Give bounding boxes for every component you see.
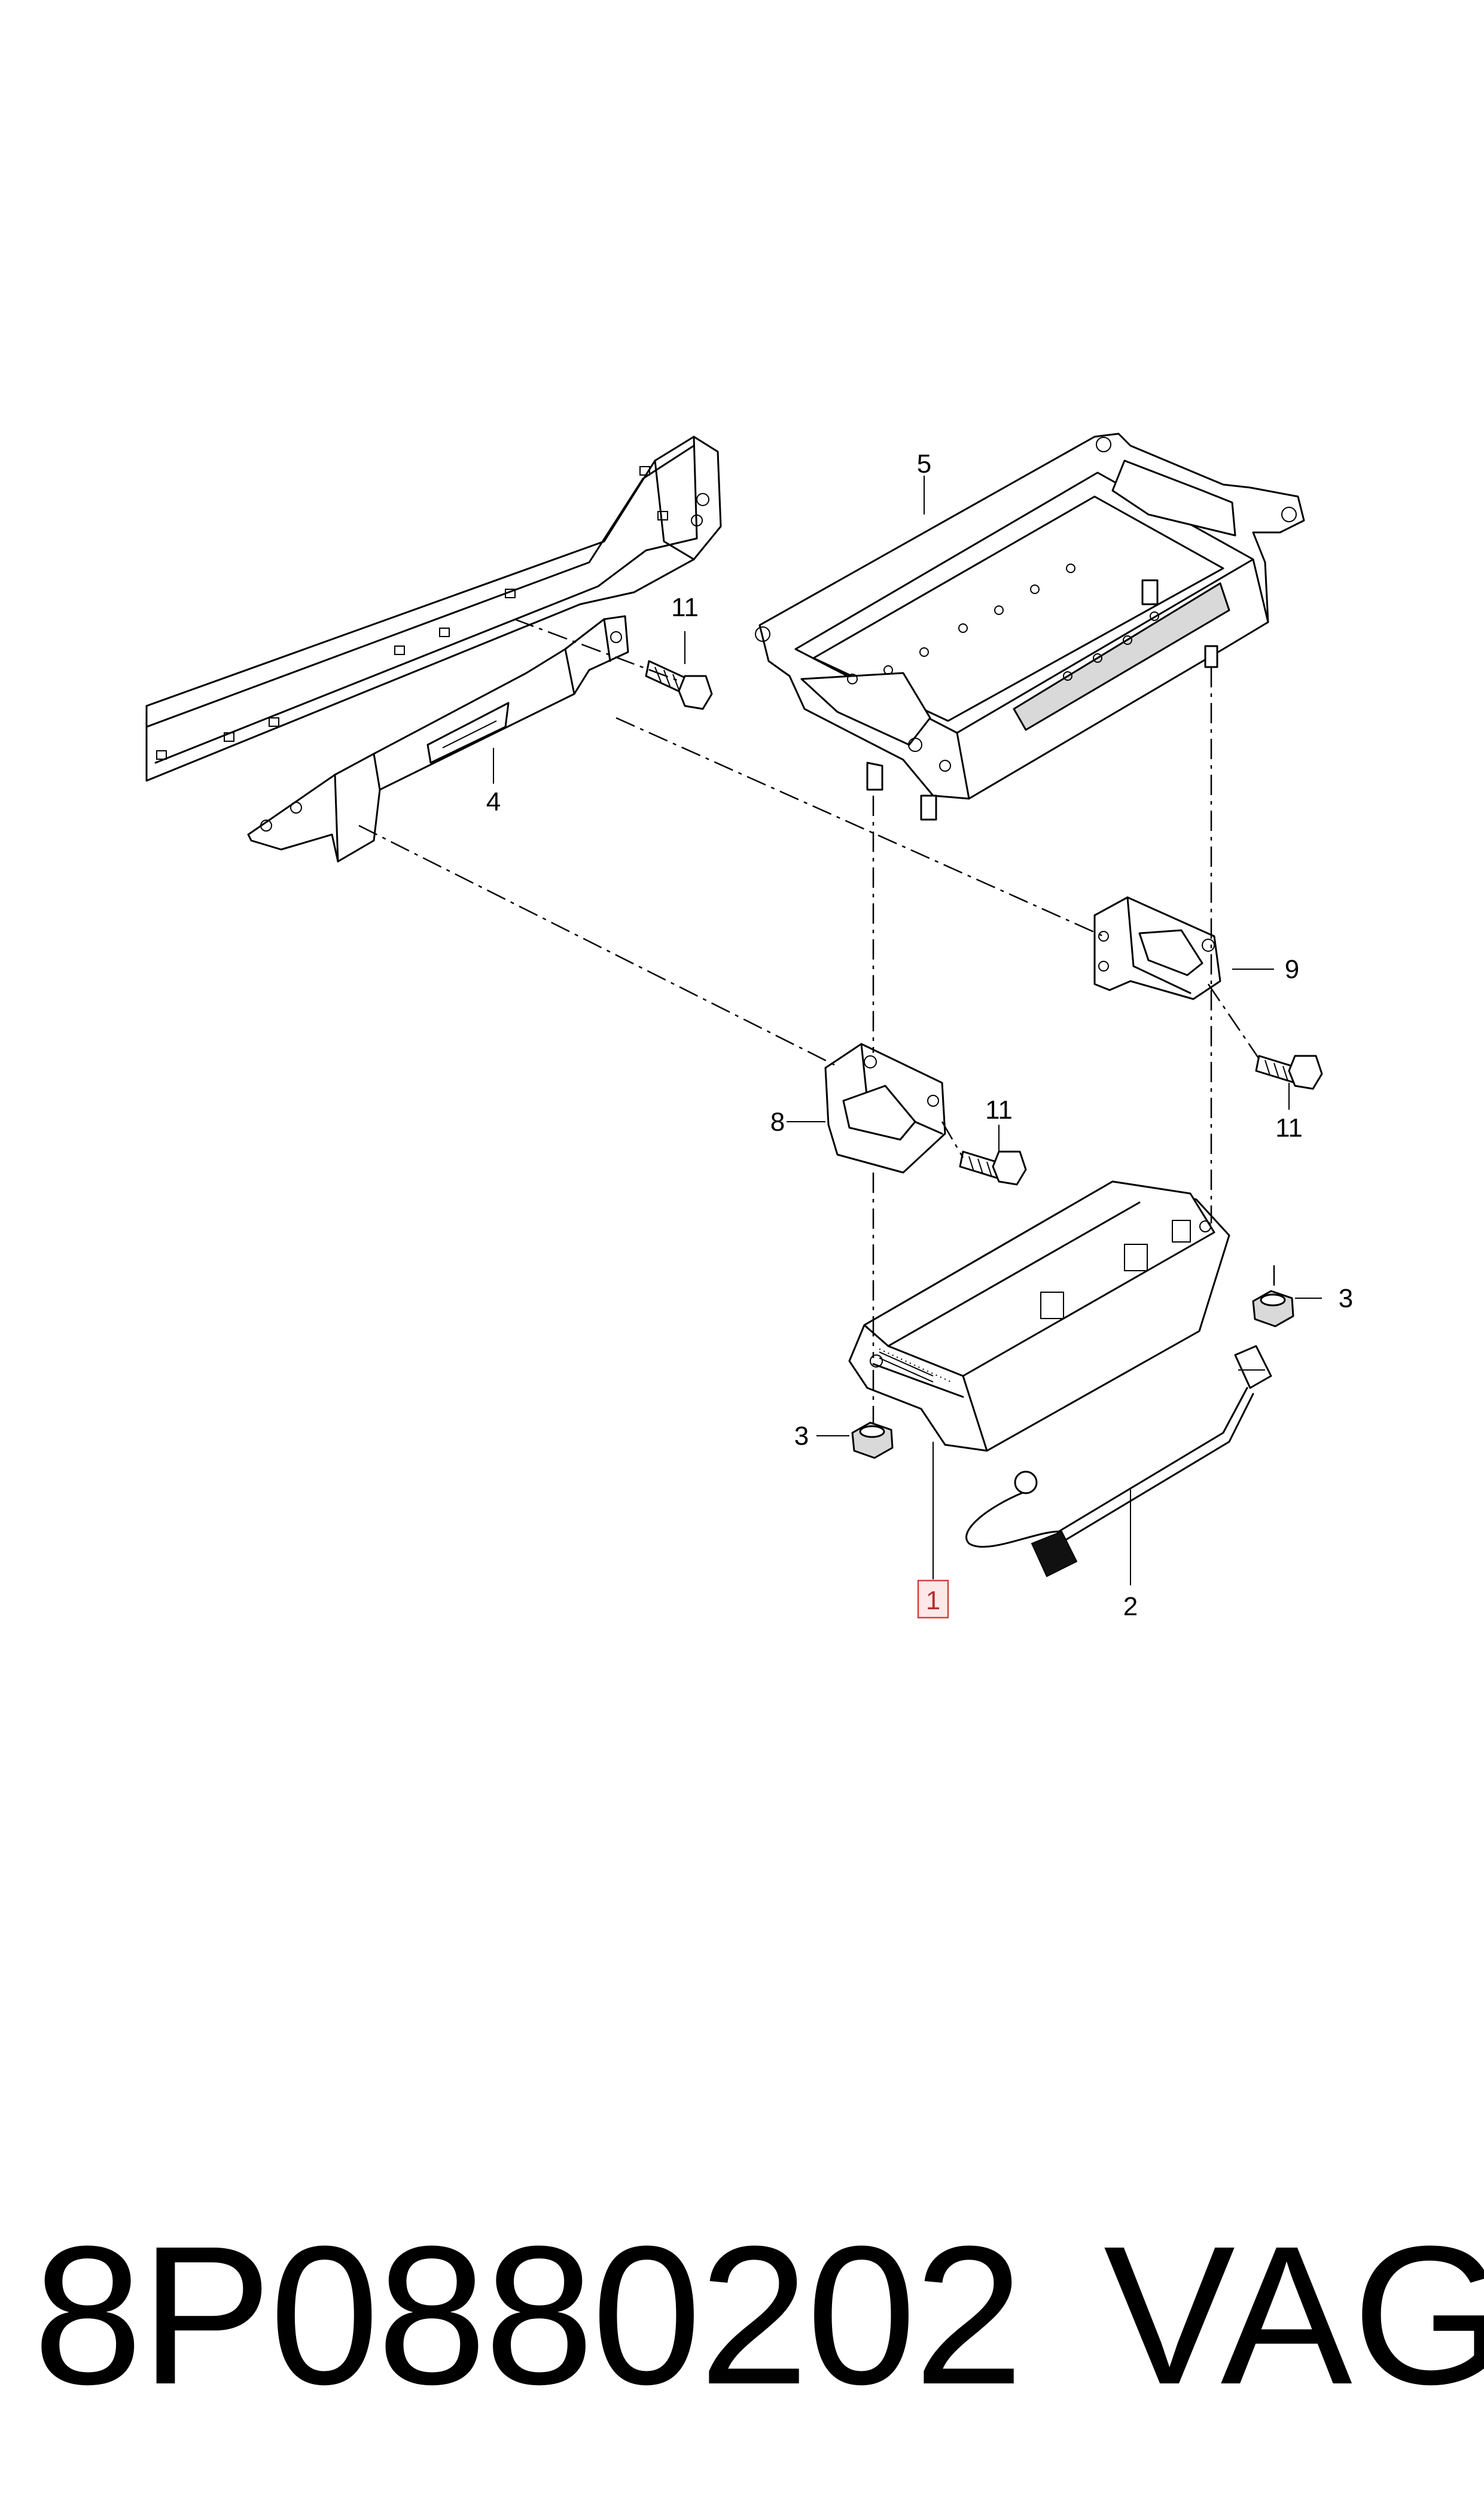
carrier-part-5 xyxy=(755,433,1305,821)
callout-11-upper: 11 xyxy=(671,593,699,622)
bolt-part-11-middle xyxy=(959,1150,1027,1186)
callout-1-highlight xyxy=(917,1579,949,1619)
nut-part-3-right xyxy=(1252,1290,1294,1327)
bolt-part-11-upper xyxy=(645,660,713,710)
callout-2: 2 xyxy=(1123,1592,1138,1621)
leader-lines xyxy=(493,476,1322,1585)
brand-label: VAG xyxy=(1104,2205,1484,2425)
callout-11-middle: 11 xyxy=(985,1095,1013,1125)
airbag-module-part-1 xyxy=(848,1180,1230,1452)
callout-3-left: 3 xyxy=(794,1421,809,1451)
footer: 8P0880202 VAG xyxy=(0,2208,1484,2423)
assembly-lines xyxy=(358,618,1275,1424)
bracket-part-8 xyxy=(824,1043,946,1174)
nut-part-3-left xyxy=(851,1421,894,1459)
cross-member-beam xyxy=(145,436,722,782)
bolt-part-11-right xyxy=(1255,1055,1323,1090)
bracket-part-9 xyxy=(1093,896,1221,1000)
callout-5: 5 xyxy=(917,449,931,479)
callouts: 5 11 4 9 8 11 11 3 3 2 1 xyxy=(486,449,1353,1621)
callout-4: 4 xyxy=(486,787,501,817)
callout-9: 9 xyxy=(1285,955,1299,984)
callout-8: 8 xyxy=(770,1107,785,1137)
bracket-part-4 xyxy=(247,615,629,863)
callout-11-right: 11 xyxy=(1275,1113,1303,1143)
callout-3-right: 3 xyxy=(1339,1284,1353,1313)
callout-1: 1 xyxy=(926,1586,940,1615)
wiring-harness-part-2 xyxy=(965,1345,1272,1578)
part-number: 8P0880202 xyxy=(33,2205,1023,2425)
